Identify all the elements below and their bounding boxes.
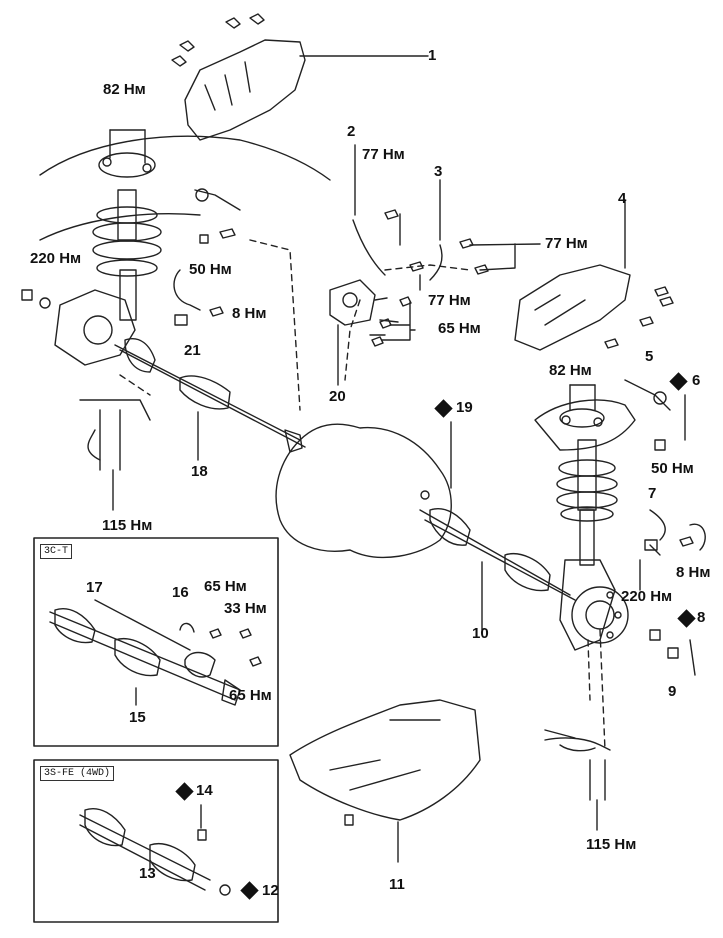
part-number-17: 17 — [86, 579, 103, 596]
torque-label: 77 Нм — [362, 146, 405, 163]
heat-shield-part — [184, 39, 306, 141]
part-number-6: 6 — [692, 372, 701, 389]
torque-label: 33 Нм — [224, 600, 267, 617]
part-number-19: 19 — [456, 399, 473, 416]
part-number-1: 1 — [428, 47, 437, 64]
part-number-15: 15 — [129, 709, 146, 726]
part-number-2: 2 — [347, 123, 356, 140]
inset-tag-3sfe: 3S-FE (4WD) — [40, 766, 115, 781]
inset-tag-3ct: 3C-T — [40, 544, 73, 559]
torque-label: 220 Нм — [621, 588, 673, 605]
torque-label: 77 Нм — [428, 292, 471, 309]
part-number-13: 13 — [139, 865, 156, 882]
torque-label: 50 Нм — [189, 261, 232, 278]
part-number-14: 14 — [196, 782, 213, 799]
torque-label: 8 Нм — [232, 305, 267, 322]
torque-label: 50 Нм — [651, 460, 694, 477]
torque-label: 82 Нм — [103, 81, 146, 98]
torque-label: 8 Нм — [676, 564, 711, 581]
inset-3sfe — [33, 759, 279, 923]
torque-label: 65 Нм — [229, 687, 272, 704]
part-number-3: 3 — [434, 163, 443, 180]
part-number-16: 16 — [172, 584, 189, 601]
torque-label: 220 Нм — [30, 250, 82, 267]
left-body-line — [39, 135, 331, 181]
part-number-5: 5 — [645, 348, 654, 365]
part-number-12: 12 — [262, 882, 279, 899]
torque-label: 82 Нм — [549, 362, 592, 379]
part-number-20: 20 — [329, 388, 346, 405]
part-number-11: 11 — [389, 876, 405, 893]
part-number-9: 9 — [668, 683, 677, 700]
part-number-10: 10 — [472, 625, 489, 642]
drive-shaft-right — [419, 509, 571, 596]
torque-label: 115 Нм — [586, 836, 637, 853]
torque-label: 115 Нм — [102, 517, 153, 534]
drive-shaft-left — [114, 344, 301, 441]
engine-outline — [275, 423, 452, 558]
part-number-7: 7 — [648, 485, 657, 502]
torque-label: 65 Нм — [438, 320, 481, 337]
torque-label: 77 Нм — [545, 235, 588, 252]
torque-label: 65 Нм — [204, 578, 247, 595]
part-number-21: 21 — [184, 342, 201, 359]
inset-3ct — [33, 537, 279, 747]
part-number-8: 8 — [697, 609, 706, 626]
part-number-4: 4 — [618, 190, 627, 207]
part-number-18: 18 — [191, 463, 208, 480]
